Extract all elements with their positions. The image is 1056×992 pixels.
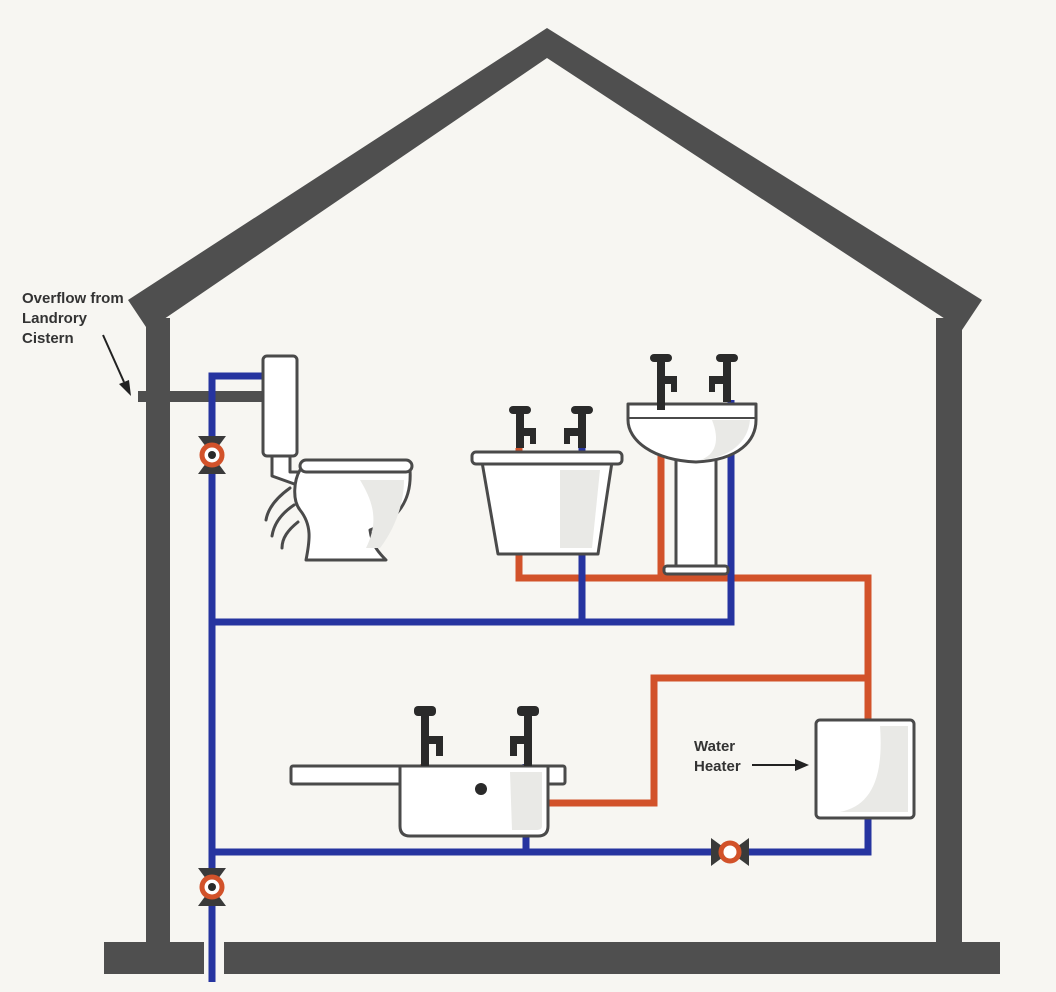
- bathtub-hot-tap: [509, 406, 536, 448]
- floor-left: [104, 942, 204, 974]
- overflow-label: Overflow from Landrory Cistern: [22, 289, 124, 349]
- cold-main-riser: [208, 372, 264, 982]
- roof: [128, 28, 982, 330]
- sink-hot-tap: [414, 706, 443, 766]
- main-stop-valve: [198, 868, 226, 906]
- water-heater-label-line2: Heater: [694, 758, 741, 775]
- heater-arrow: [752, 759, 809, 771]
- kitchen-sink: [289, 706, 567, 838]
- overflow-label-line3: Cistern: [22, 330, 74, 347]
- toilet-flush-motion: [264, 486, 300, 550]
- bathtub: [470, 406, 624, 556]
- house-structure: [104, 28, 1000, 974]
- toilet-seat: [298, 458, 414, 474]
- overflow-arrow: [102, 334, 131, 396]
- right-wall: [936, 318, 962, 948]
- bathtub-cold-tap: [564, 406, 593, 448]
- overflow-pipe: [138, 391, 262, 402]
- overflow-label-line1: Overflow from: [22, 290, 124, 307]
- heater-inlet-valve: [711, 838, 749, 866]
- basin-cold-tap: [709, 354, 738, 402]
- basin-pedestal: [674, 448, 718, 570]
- pedestal-basin: [626, 354, 758, 576]
- water-heater: [814, 718, 916, 820]
- water-heater-label: Water Heater: [694, 737, 741, 777]
- floor-right: [224, 942, 1000, 974]
- toilet-supply-valve: [198, 436, 226, 474]
- overflow-label-line2: Landrory: [22, 310, 88, 327]
- basin-foot: [662, 564, 730, 576]
- sink-drain: [475, 783, 487, 795]
- left-wall: [146, 318, 170, 948]
- toilet-cistern: [261, 354, 299, 458]
- cold-branch-upper: [212, 400, 735, 626]
- toilet: [261, 354, 414, 562]
- basin-hot-tap: [650, 354, 677, 410]
- sink-cold-tap: [510, 706, 539, 766]
- cold-branch-lower: [212, 818, 872, 856]
- water-heater-label-line1: Water: [694, 738, 736, 755]
- bathtub-rim: [470, 450, 624, 466]
